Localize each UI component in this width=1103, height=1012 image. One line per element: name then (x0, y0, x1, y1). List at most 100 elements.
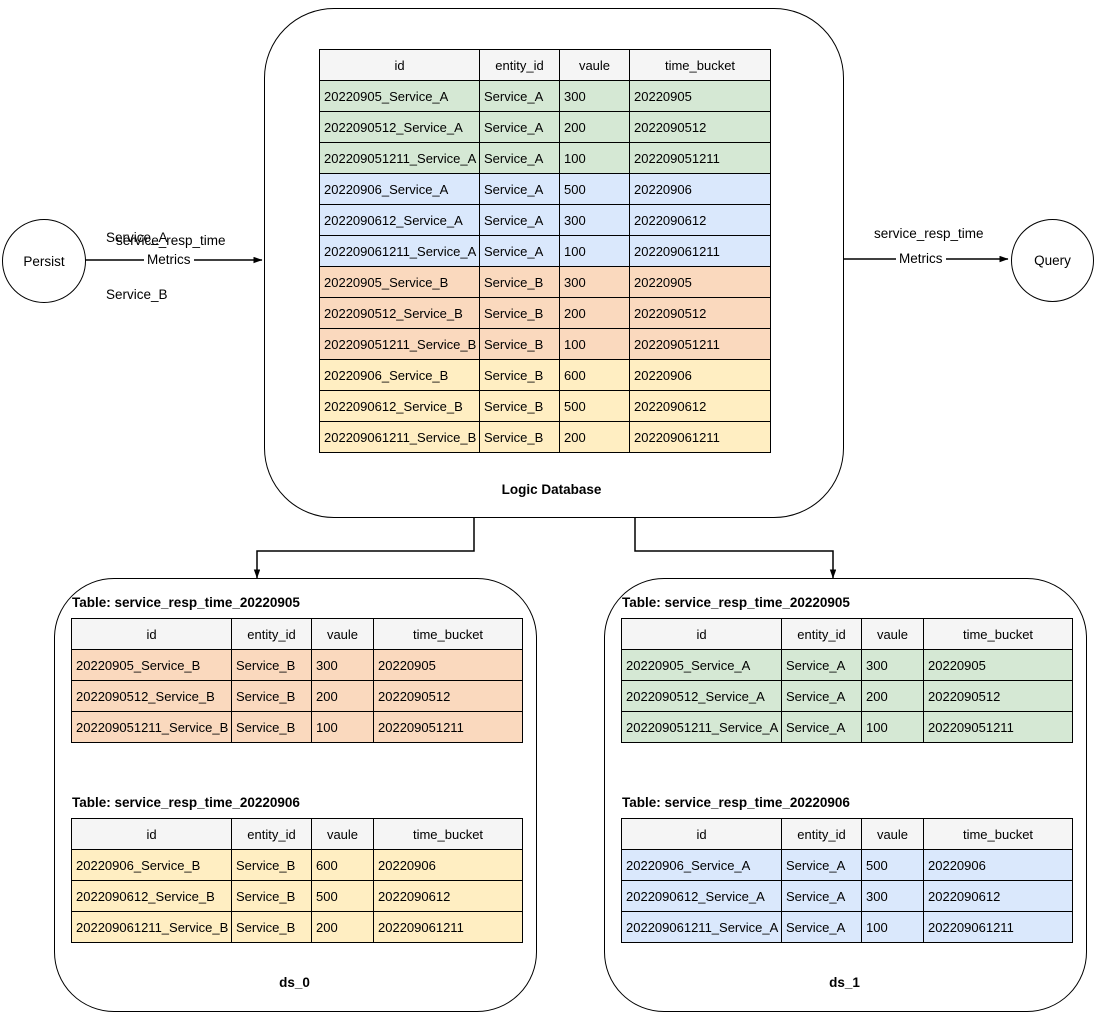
cell-id: 20220905_Service_B (319, 266, 480, 298)
cell-time_bucket: 202209061211 (629, 421, 771, 453)
cell-entity_id: Service_B (479, 359, 560, 391)
cell-id: 202209061211_Service_B (71, 911, 232, 943)
edge-persist-label-services: Service_A Service_B (106, 190, 246, 342)
cell-id: 2022090612_Service_B (71, 880, 232, 912)
cell-id: 2022090512_Service_A (319, 111, 480, 143)
cell-time_bucket: 20220905 (923, 649, 1073, 681)
cell-id: 2022090612_Service_B (319, 390, 480, 422)
cell-vaule: 500 (559, 390, 630, 422)
cell-time_bucket: 202209051211 (629, 328, 771, 360)
edge-query-label-metric-name: service_resp_time (874, 226, 984, 241)
cell-entity_id: Service_A (479, 111, 560, 143)
column-header-vaule: vaule (311, 818, 374, 850)
column-header-vaule: vaule (311, 618, 374, 650)
cell-id: 2022090612_Service_A (319, 204, 480, 236)
cell-vaule: 200 (861, 680, 924, 712)
cell-time_bucket: 202209051211 (629, 142, 771, 174)
ds0-label: ds_0 (54, 975, 535, 990)
cell-vaule: 200 (559, 111, 630, 143)
cell-entity_id: Service_A (479, 173, 560, 205)
cell-id: 202209061211_Service_B (319, 421, 480, 453)
cell-time_bucket: 2022090512 (629, 297, 771, 329)
column-header-time_bucket: time_bucket (923, 618, 1073, 650)
ds0-label-text: ds_0 (279, 975, 310, 990)
cell-time_bucket: 2022090612 (923, 880, 1073, 912)
column-header-vaule: vaule (861, 618, 924, 650)
ds0-table-20220905-caption: Table: service_resp_time_20220905 (72, 595, 300, 610)
column-header-time_bucket: time_bucket (923, 818, 1073, 850)
cell-vaule: 300 (861, 880, 924, 912)
column-header-id: id (621, 818, 782, 850)
cell-vaule: 600 (559, 359, 630, 391)
ds1-label-text: ds_1 (829, 975, 860, 990)
node-query[interactable]: Query (1011, 219, 1094, 302)
cell-entity_id: Service_A (781, 911, 862, 943)
cell-time_bucket: 20220906 (923, 849, 1073, 881)
cell-time_bucket: 20220906 (629, 359, 771, 391)
cell-vaule: 600 (311, 849, 374, 881)
cell-entity_id: Service_B (479, 297, 560, 329)
cell-time_bucket: 202209061211 (373, 911, 523, 943)
cell-time_bucket: 20220905 (629, 80, 771, 112)
cell-entity_id: Service_A (781, 649, 862, 681)
node-persist-label: Persist (23, 253, 65, 269)
cell-entity_id: Service_A (781, 711, 862, 743)
cell-time_bucket: 202209051211 (373, 711, 523, 743)
logic-database-label-text: Logic Database (501, 482, 602, 497)
ds1-table-20220906-caption: Table: service_resp_time_20220906 (622, 795, 850, 810)
edge-persist-label-metric-name: service_resp_time (116, 233, 226, 248)
cell-id: 20220906_Service_B (71, 849, 232, 881)
cell-entity_id: Service_B (231, 711, 312, 743)
cell-entity_id: Service_B (231, 680, 312, 712)
cell-vaule: 100 (861, 911, 924, 943)
cell-id: 2022090512_Service_B (71, 680, 232, 712)
edge-persist-label-service-a: Service_A (106, 230, 168, 245)
column-header-time_bucket: time_bucket (373, 618, 523, 650)
column-header-id: id (71, 618, 232, 650)
cell-vaule: 500 (311, 880, 374, 912)
cell-vaule: 500 (559, 173, 630, 205)
cell-id: 2022090512_Service_A (621, 680, 782, 712)
column-header-vaule: vaule (861, 818, 924, 850)
cell-vaule: 300 (861, 649, 924, 681)
cell-time_bucket: 2022090612 (629, 204, 771, 236)
cell-id: 20220905_Service_A (319, 80, 480, 112)
cell-id: 202209061211_Service_A (621, 911, 782, 943)
cell-vaule: 100 (559, 142, 630, 174)
cell-vaule: 300 (311, 649, 374, 681)
cell-vaule: 100 (311, 711, 374, 743)
node-persist[interactable]: Persist (2, 219, 86, 303)
cell-vaule: 300 (559, 204, 630, 236)
column-header-id: id (319, 49, 480, 81)
cell-entity_id: Service_B (231, 849, 312, 881)
cell-entity_id: Service_A (479, 204, 560, 236)
column-header-entity_id: entity_id (231, 818, 312, 850)
cell-entity_id: Service_B (231, 880, 312, 912)
cell-time_bucket: 2022090512 (629, 111, 771, 143)
edge-database-to-ds1 (631, 509, 837, 579)
cell-vaule: 300 (559, 80, 630, 112)
cell-vaule: 200 (311, 680, 374, 712)
